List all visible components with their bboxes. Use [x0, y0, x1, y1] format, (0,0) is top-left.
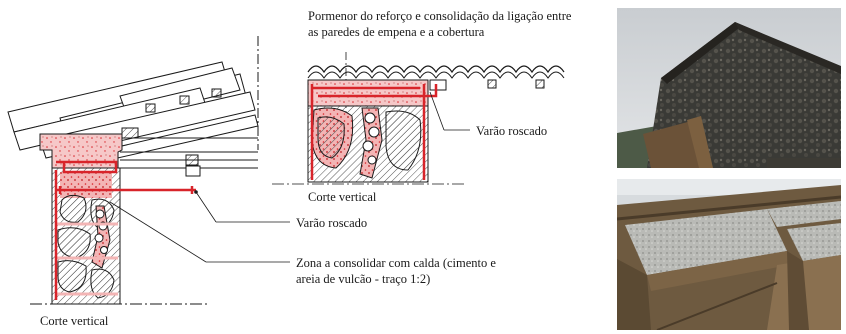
left-section-drawing	[7, 36, 290, 305]
right-detail-drawing	[272, 52, 565, 185]
rod-label-right: Varão roscado	[476, 124, 548, 138]
zone-label-line2: areia de vulcão - traço 1:2)	[296, 272, 431, 286]
right-wall-stones	[311, 107, 422, 179]
detail-title-line2: as paredes de empena e a cobertura	[308, 25, 485, 39]
photo-consolidation-works	[617, 179, 841, 330]
left-threaded-rod	[54, 160, 196, 300]
photo-gable-wall	[617, 8, 841, 168]
rod-label-left: Varão roscado	[296, 216, 368, 230]
detail-title-line1: Pormenor do reforço e consolidação da li…	[308, 9, 572, 23]
section-label-left: Corte vertical	[40, 314, 109, 328]
left-wall-stones	[56, 172, 118, 299]
zone-label-line1: Zona a consolidar com calda (cimento e	[296, 256, 496, 270]
right-threaded-rod	[310, 84, 438, 180]
corrugated-sheet	[307, 65, 565, 74]
section-label-right: Corte vertical	[308, 190, 377, 204]
